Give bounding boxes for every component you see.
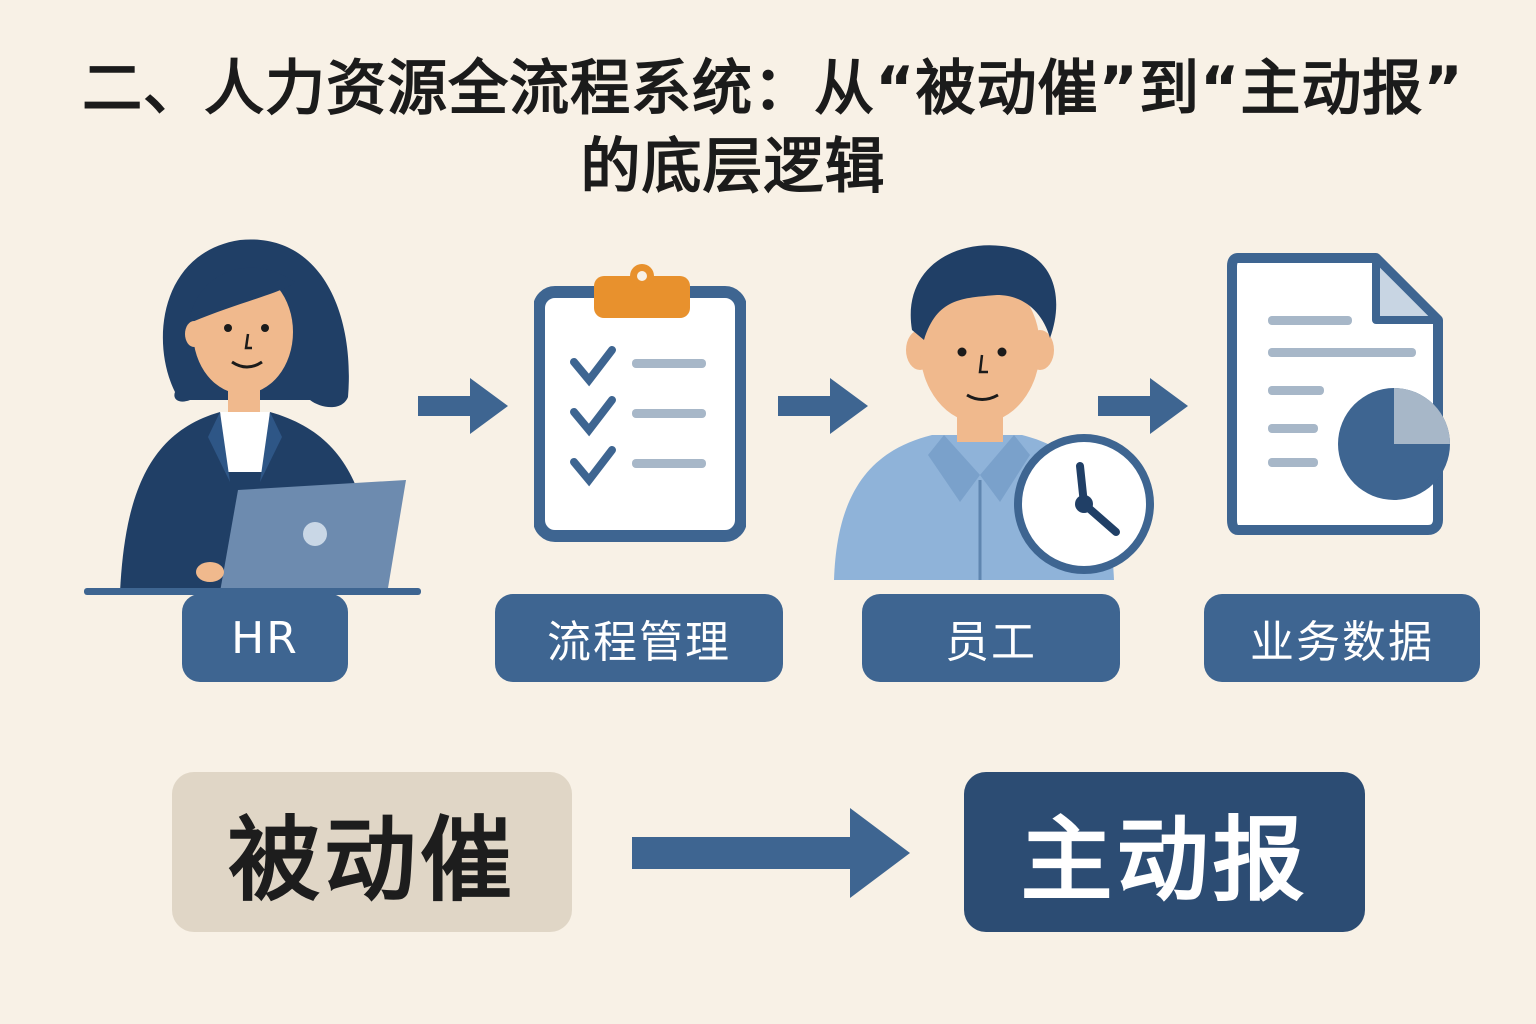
employee-clock-icon [834, 245, 1154, 580]
title-line-1: 二、人力资源全流程系统：从“被动催”到“主动报” [82, 54, 1464, 124]
active-state-box: 主动报 [964, 772, 1365, 932]
flow-arrow-icon [778, 378, 868, 434]
flow-arrow-icon [1098, 378, 1188, 434]
flow-step-label-business-data: 业务数据 [1204, 594, 1480, 682]
title-line-2: 的底层逻辑 [580, 132, 886, 202]
passive-state-box: 被动催 [172, 772, 572, 932]
flow-step-label-process: 流程管理 [495, 594, 783, 682]
page-title: 二、人力资源全流程系统：从“被动催”到“主动报” 的底层逻辑 [0, 50, 1536, 206]
clipboard-checklist-icon [534, 264, 746, 542]
transition-arrow-icon [632, 808, 910, 898]
document-pie-chart-icon [1227, 253, 1450, 535]
hr-woman-laptop-icon [84, 239, 421, 595]
flow-step-label-hr: HR [182, 594, 348, 682]
flow-arrow-icon [418, 378, 508, 434]
flow-step-label-employee: 员工 [862, 594, 1120, 682]
